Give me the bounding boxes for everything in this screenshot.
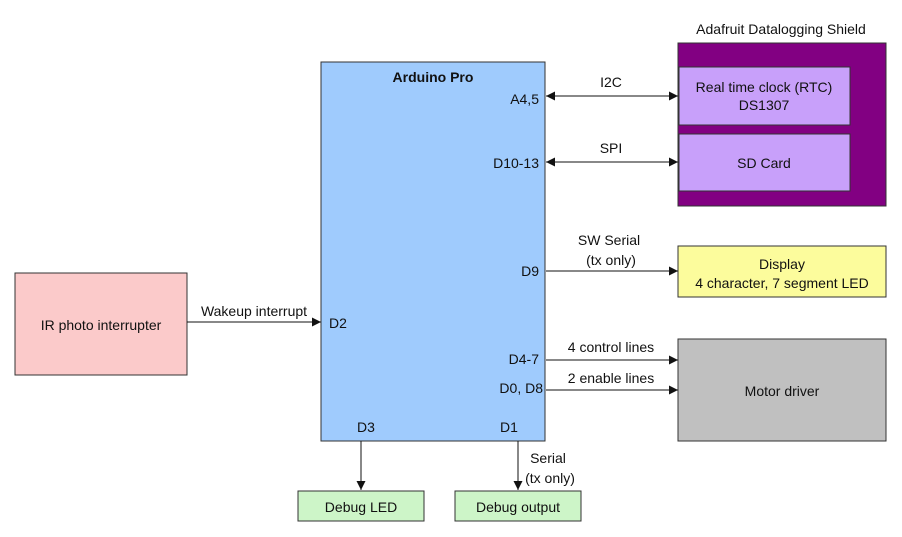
wakeup-interrupt-label: Wakeup interrupt [201, 303, 307, 319]
pin-d4-7: D4-7 [509, 351, 540, 367]
arduino-title: Arduino Pro [393, 69, 474, 85]
motor-driver-block [677, 338, 887, 442]
ir-label: IR photo interrupter [41, 317, 162, 333]
ir-photo-interrupter-block [14, 272, 188, 376]
pin-d3: D3 [357, 419, 375, 435]
i2c-label: I2C [600, 74, 622, 90]
sd-card-label: SD Card [737, 155, 791, 171]
debug-output-label: Debug output [476, 499, 560, 515]
display-block [677, 245, 887, 298]
spi-label: SPI [600, 140, 623, 156]
serial-label-line1: Serial [530, 450, 566, 466]
pin-a45: A4,5 [510, 91, 539, 107]
pin-d1: D1 [500, 419, 518, 435]
serial-label-line2: (tx only) [525, 470, 575, 486]
enable-lines-label: 2 enable lines [568, 370, 654, 386]
motor-driver-label: Motor driver [745, 383, 820, 399]
sd-card-block [678, 133, 851, 192]
debug-led-block [297, 490, 425, 522]
pin-d10-13: D10-13 [493, 155, 539, 171]
display-label-line2: 4 character, 7 segment LED [695, 275, 869, 291]
sw-serial-label-line2: (tx only) [586, 252, 636, 268]
rtc-block [678, 66, 851, 126]
sw-serial-label-line1: SW Serial [578, 232, 640, 248]
pin-d2: D2 [329, 315, 347, 331]
arduino-pro-block [320, 61, 546, 442]
rtc-label-line2: DS1307 [739, 97, 790, 113]
pin-d0-d8: D0, D8 [499, 380, 543, 396]
shield-title: Adafruit Datalogging Shield [696, 21, 866, 37]
debug-led-label: Debug LED [325, 499, 397, 515]
display-label-line1: Display [759, 256, 805, 272]
rtc-label-line1: Real time clock (RTC) [696, 79, 833, 95]
pin-d9: D9 [521, 263, 539, 279]
debug-output-block [454, 490, 582, 522]
control-lines-label: 4 control lines [568, 339, 654, 355]
